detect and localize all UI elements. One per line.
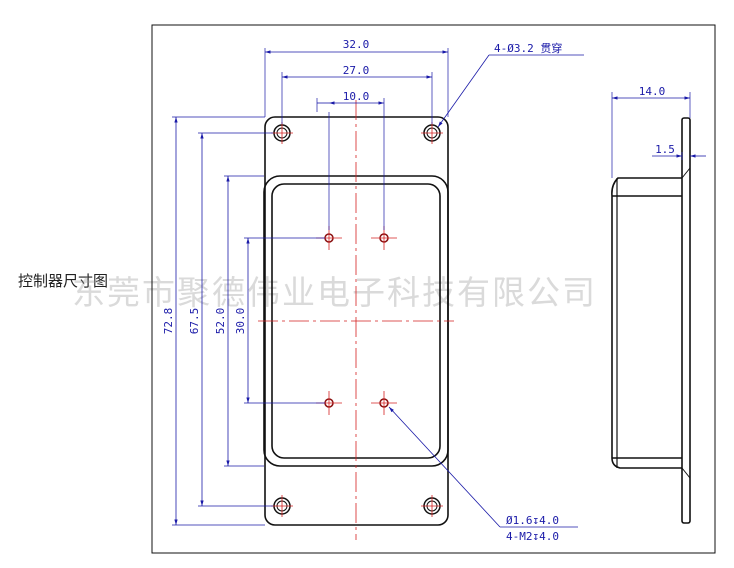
side-extension-lines bbox=[611, 92, 691, 178]
note-small-hole-depth: Ø1.6↧4.0 bbox=[506, 514, 559, 527]
center-lines bbox=[258, 100, 454, 540]
dim-height-overall: 72.8 bbox=[162, 308, 175, 335]
dimension-lines bbox=[174, 50, 448, 525]
side-flange bbox=[681, 117, 691, 524]
company-watermark: 东莞市聚德伟业电子科技有限公司 bbox=[72, 273, 597, 312]
front-view: 32.0 27.0 10.0 72.8 67.5 52.0 30.0 4-Ø3.… bbox=[162, 38, 584, 543]
side-body-outline bbox=[611, 177, 682, 469]
leader-small-hole bbox=[388, 406, 578, 528]
extension-lines bbox=[172, 48, 449, 526]
dim-inner-spacing-x: 10.0 bbox=[343, 90, 370, 103]
leader-through-hole bbox=[437, 54, 584, 128]
dim-pocket-height: 52.0 bbox=[214, 308, 227, 335]
dim-inner-spacing-y: 30.0 bbox=[234, 308, 247, 335]
note-through-hole: 4-Ø3.2 贯穿 bbox=[494, 41, 562, 55]
drawing-caption: 控制器尺寸图 bbox=[18, 272, 109, 290]
dim-width-overall: 32.0 bbox=[343, 38, 370, 51]
dim-side-depth: 14.0 bbox=[639, 85, 666, 98]
note-small-hole-thread: 4-M2↧4.0 bbox=[506, 530, 559, 543]
dim-hole-spacing-x: 27.0 bbox=[343, 64, 370, 77]
dim-hole-spacing-y: 67.5 bbox=[188, 308, 201, 335]
drawing-border bbox=[151, 24, 716, 554]
side-view: 14.0 1.5 bbox=[611, 85, 706, 524]
dim-flange-thickness: 1.5 bbox=[655, 143, 675, 156]
